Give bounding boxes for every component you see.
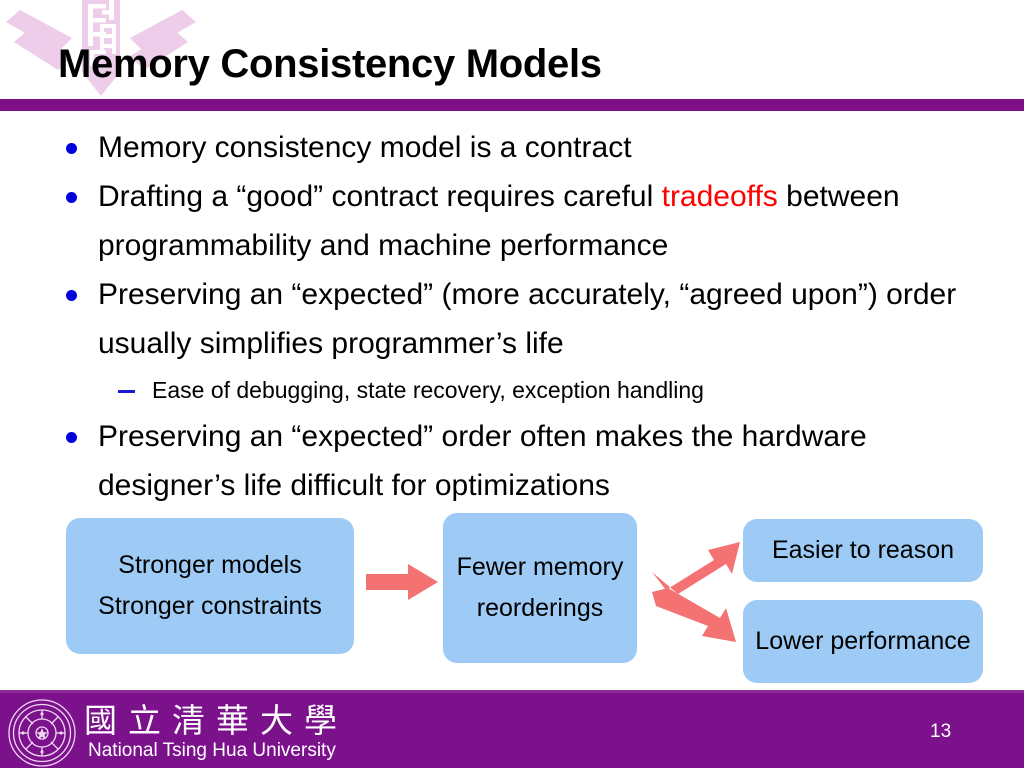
university-name-cn: 國立清華大學 [84, 701, 348, 740]
slide-title: Memory Consistency Models [58, 42, 602, 86]
bullet-item-3: Preserving an “expected” (more accuratel… [56, 270, 996, 368]
arrow-right-icon [366, 564, 438, 600]
bullet-text-1: Memory consistency model is a contract [98, 131, 632, 164]
slide-footer [0, 690, 1024, 768]
bullet-text-3: Preserving an “expected” (more accuratel… [98, 278, 957, 360]
diagram-box-lower-performance: Lower performance [743, 600, 983, 683]
diagram-box-stronger-models: Stronger models Stronger constraints [66, 518, 354, 654]
sub-bullet-text-1: Ease of debugging, state recovery, excep… [152, 377, 704, 403]
flow-diagram: Stronger models Stronger constraints Few… [0, 505, 1024, 690]
diagram-box-fewer-memory-reorderings: Fewer memory reorderings [443, 513, 637, 663]
page-number: 13 [930, 721, 952, 742]
sub-bullet-item-1: Ease of debugging, state recovery, excep… [56, 368, 996, 412]
arrow-down-right-icon [652, 588, 736, 642]
bullet-text-4: Preserving an “expected” order often mak… [98, 420, 867, 502]
diagram-box-easier-to-reason: Easier to reason [743, 519, 983, 582]
university-name-en: National Tsing Hua University [88, 740, 336, 761]
bullet-item-1: Memory consistency model is a contract [56, 123, 996, 172]
bullet-text-2-pre: Drafting a “good” contract requires care… [98, 180, 662, 213]
bullet-highlight-tradeoffs: tradeoffs [661, 180, 778, 213]
bullet-item-2: Drafting a “good” contract requires care… [56, 172, 996, 270]
title-divider-bar [0, 99, 1024, 111]
arrow-up-right-icon [652, 542, 740, 594]
footer-top-edge [0, 690, 1024, 693]
bullet-text-2-post: between programmability and machine perf… [98, 180, 900, 262]
nthu-seal-icon [8, 699, 76, 767]
bullet-item-4: Preserving an “expected” order often mak… [56, 412, 996, 510]
slide-body: Memory consistency model is a contract D… [56, 123, 996, 510]
